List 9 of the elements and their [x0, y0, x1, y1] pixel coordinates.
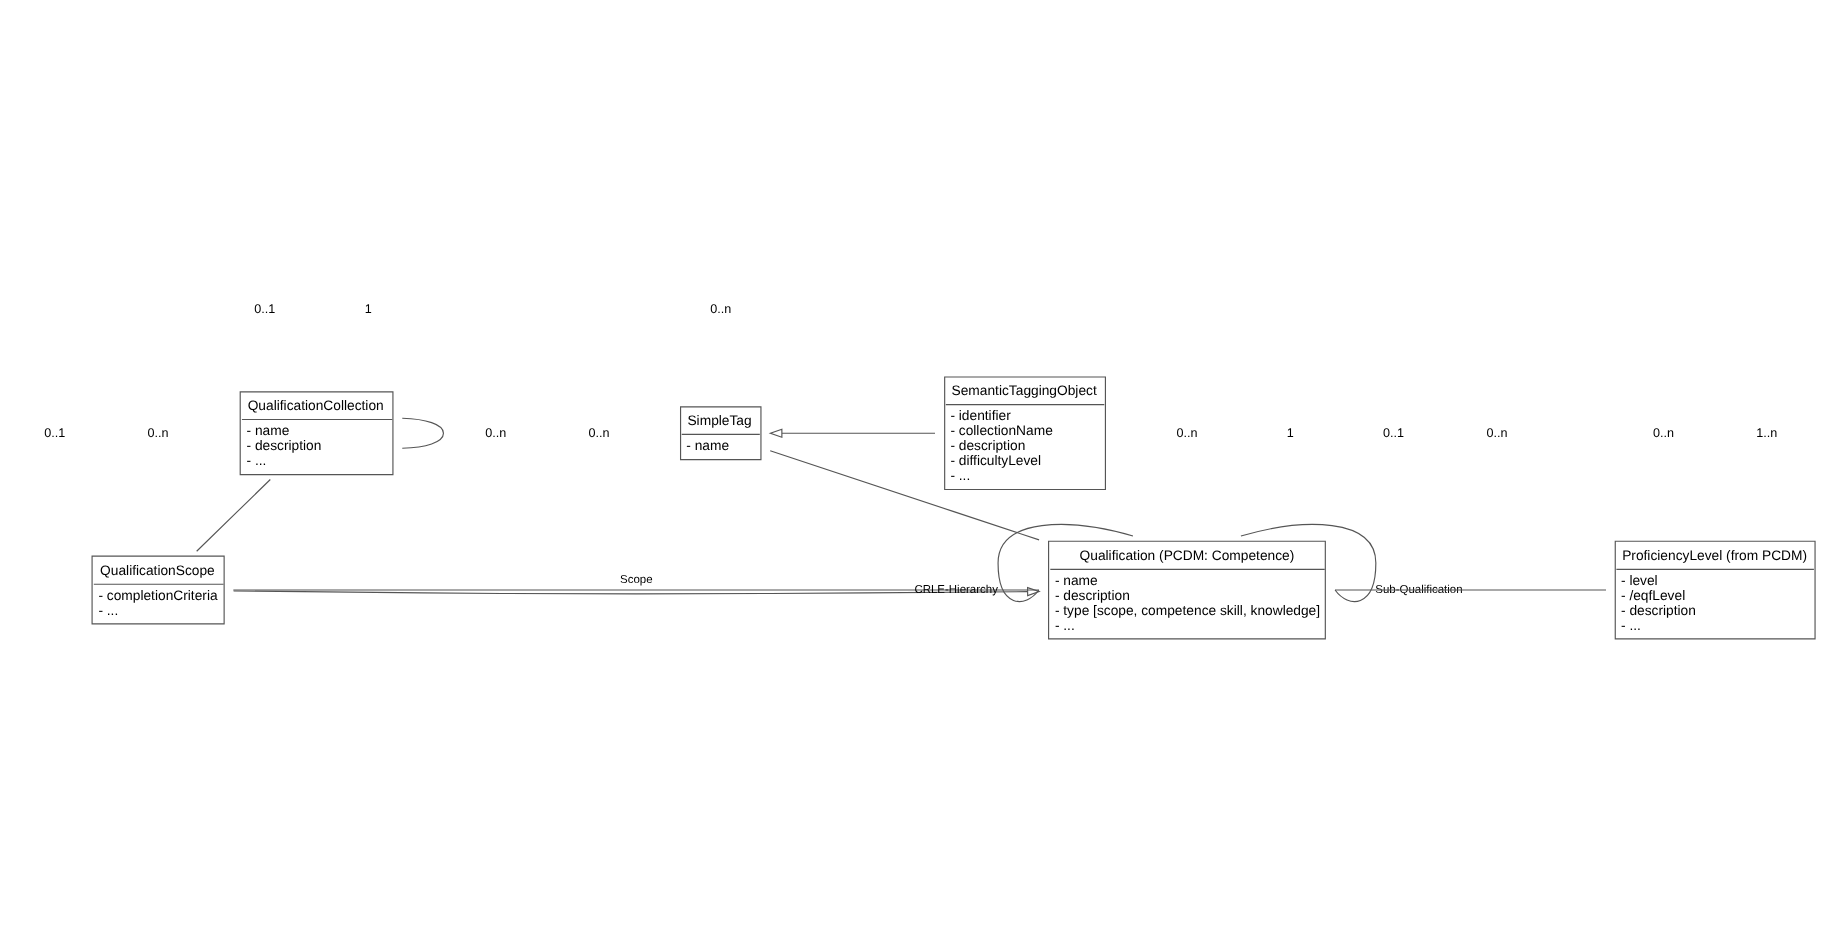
connector	[1240, 524, 1377, 603]
connector	[769, 450, 1040, 541]
connector	[232, 589, 1040, 591]
connector	[997, 524, 1134, 603]
connector	[196, 478, 271, 552]
arrow	[233, 586, 1041, 597]
connector	[1334, 589, 1607, 591]
connector	[401, 417, 445, 449]
arrow	[768, 428, 936, 439]
